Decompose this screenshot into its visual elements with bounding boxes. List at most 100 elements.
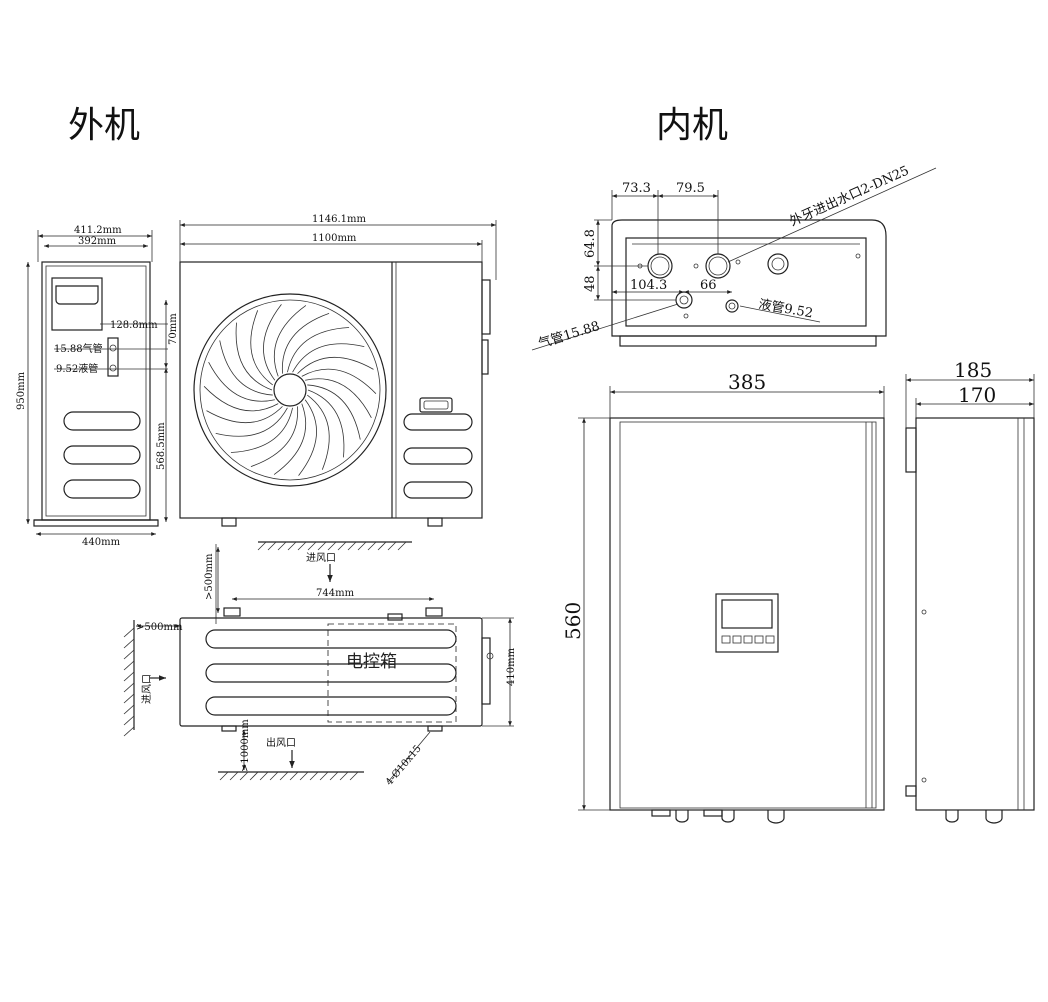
ground-hatch	[219, 771, 229, 781]
indoor-title: 内机	[656, 105, 729, 146]
fan-blade	[219, 340, 273, 396]
indoor-side-view: 185 170	[905, 358, 1035, 824]
top-clear-bottom: >1000mm	[240, 719, 251, 772]
side-height: 950mm	[16, 371, 27, 410]
bottom-h2: 48	[583, 275, 598, 292]
ground-hatch	[123, 671, 135, 682]
fan-blade	[208, 362, 275, 402]
fan-blade	[305, 378, 372, 418]
ground-hatch	[349, 771, 359, 781]
ground-hatch	[269, 771, 279, 781]
fan-blade	[273, 403, 307, 475]
fan-blade	[301, 368, 377, 394]
bottom-d2: 79.5	[676, 181, 705, 196]
outdoor-front-view: 1146.1mm 1100mm	[179, 214, 497, 551]
ground-hatch	[123, 682, 135, 693]
ground-hatch	[337, 541, 347, 551]
fan-blade	[307, 394, 330, 470]
fan-blade	[215, 407, 288, 437]
ground-hatch	[123, 693, 135, 704]
fan-blade	[273, 305, 307, 377]
fan-blade	[203, 386, 279, 412]
indoor-height: 560	[561, 602, 585, 640]
mount-holes: 4-Ø10x15	[384, 743, 424, 788]
ground-hatch	[123, 660, 135, 671]
side-depth-outer: 185	[954, 358, 992, 382]
air-in-left: 进风口	[141, 674, 153, 704]
fan-blade	[297, 356, 374, 374]
fan-blade	[206, 406, 283, 424]
fan-blade	[307, 389, 345, 458]
ground-hatch	[339, 771, 349, 781]
air-in-top: 进风口	[306, 552, 336, 564]
ground-hatch	[299, 771, 309, 781]
ground-hatch	[123, 649, 135, 660]
fan-blade	[230, 407, 293, 453]
side-width-outer: 411.2mm	[74, 225, 122, 236]
fan-blade	[287, 327, 350, 373]
side-base-width: 440mm	[82, 537, 121, 548]
outdoor-side-view: 411.2mm 392mm 950mm 440mm 128.8mm 70mm 5…	[16, 225, 179, 548]
bottom-d1: 73.3	[622, 181, 651, 196]
ground-hatch	[319, 771, 329, 781]
ground-hatch	[357, 541, 367, 551]
fan-blade	[250, 310, 273, 386]
ground-hatch	[123, 726, 135, 737]
side-pipe-top: 128.8mm	[110, 320, 158, 331]
top-clear-left: >500mm	[136, 622, 183, 633]
ground-hatch	[307, 541, 317, 551]
fan-blade	[307, 384, 361, 440]
top-clear-top: >500mm	[204, 553, 215, 600]
fan-blade	[298, 399, 317, 476]
gas-pipe-indoor-label: 气管15.88	[536, 318, 601, 352]
bottom-h1: 64.8	[583, 229, 598, 258]
front-width-inner: 1100mm	[312, 233, 357, 244]
outdoor-title: 外机	[68, 105, 141, 146]
ground-hatch	[367, 541, 377, 551]
ground-hatch	[267, 541, 277, 551]
side-width-inner: 392mm	[78, 236, 117, 247]
ground-hatch	[297, 541, 307, 551]
indoor-width: 385	[728, 370, 766, 394]
indoor-bottom-view: 73.3 79.5 64.8 48 104.3 66 外牙进出水口2-DN25 …	[531, 163, 937, 352]
ground-hatch	[377, 541, 387, 551]
side-pipe-gap: 70mm	[168, 313, 179, 345]
ground-hatch	[309, 771, 319, 781]
ground-hatch	[123, 704, 135, 715]
fan-blade	[235, 322, 273, 391]
mount-span: 744mm	[316, 588, 355, 599]
ground-hatch	[387, 541, 397, 551]
bottom-d3: 104.3	[630, 278, 667, 293]
top-depth: 410mm	[506, 647, 517, 686]
ground-hatch	[123, 638, 135, 649]
bottom-d4: 66	[700, 278, 717, 293]
ground-hatch	[277, 541, 287, 551]
ground-hatch	[123, 715, 135, 726]
outdoor-top-view: >500mm 进风口 744mm 电控箱 410mm >500mm 进风口 >1…	[123, 544, 517, 788]
ground-hatch	[327, 541, 337, 551]
ground-hatch	[229, 771, 239, 781]
liquid-pipe-label: 9.52液管	[56, 362, 98, 375]
control-box-label: 电控箱	[346, 652, 397, 672]
ground-hatch	[239, 771, 249, 781]
ground-hatch	[249, 771, 259, 781]
ground-hatch	[279, 771, 289, 781]
ground-hatch	[257, 541, 267, 551]
liquid-pipe-indoor-label: 液管9.52	[757, 297, 814, 321]
side-depth-inner: 170	[958, 383, 996, 407]
ground-hatch	[329, 771, 339, 781]
fan-blade	[250, 406, 298, 467]
ground-hatch	[347, 541, 357, 551]
fan-blade	[263, 304, 282, 381]
ground-hatch	[259, 771, 269, 781]
ground-hatch	[397, 541, 407, 551]
fan-blade	[282, 313, 330, 374]
ground-hatch	[289, 771, 299, 781]
ground-hatch	[287, 541, 297, 551]
ground-hatch	[317, 541, 327, 551]
fan-blade	[292, 343, 365, 373]
indoor-front-view: 385 560	[561, 370, 885, 824]
front-width-outer: 1146.1mm	[312, 214, 366, 225]
ground-hatch	[123, 627, 135, 638]
